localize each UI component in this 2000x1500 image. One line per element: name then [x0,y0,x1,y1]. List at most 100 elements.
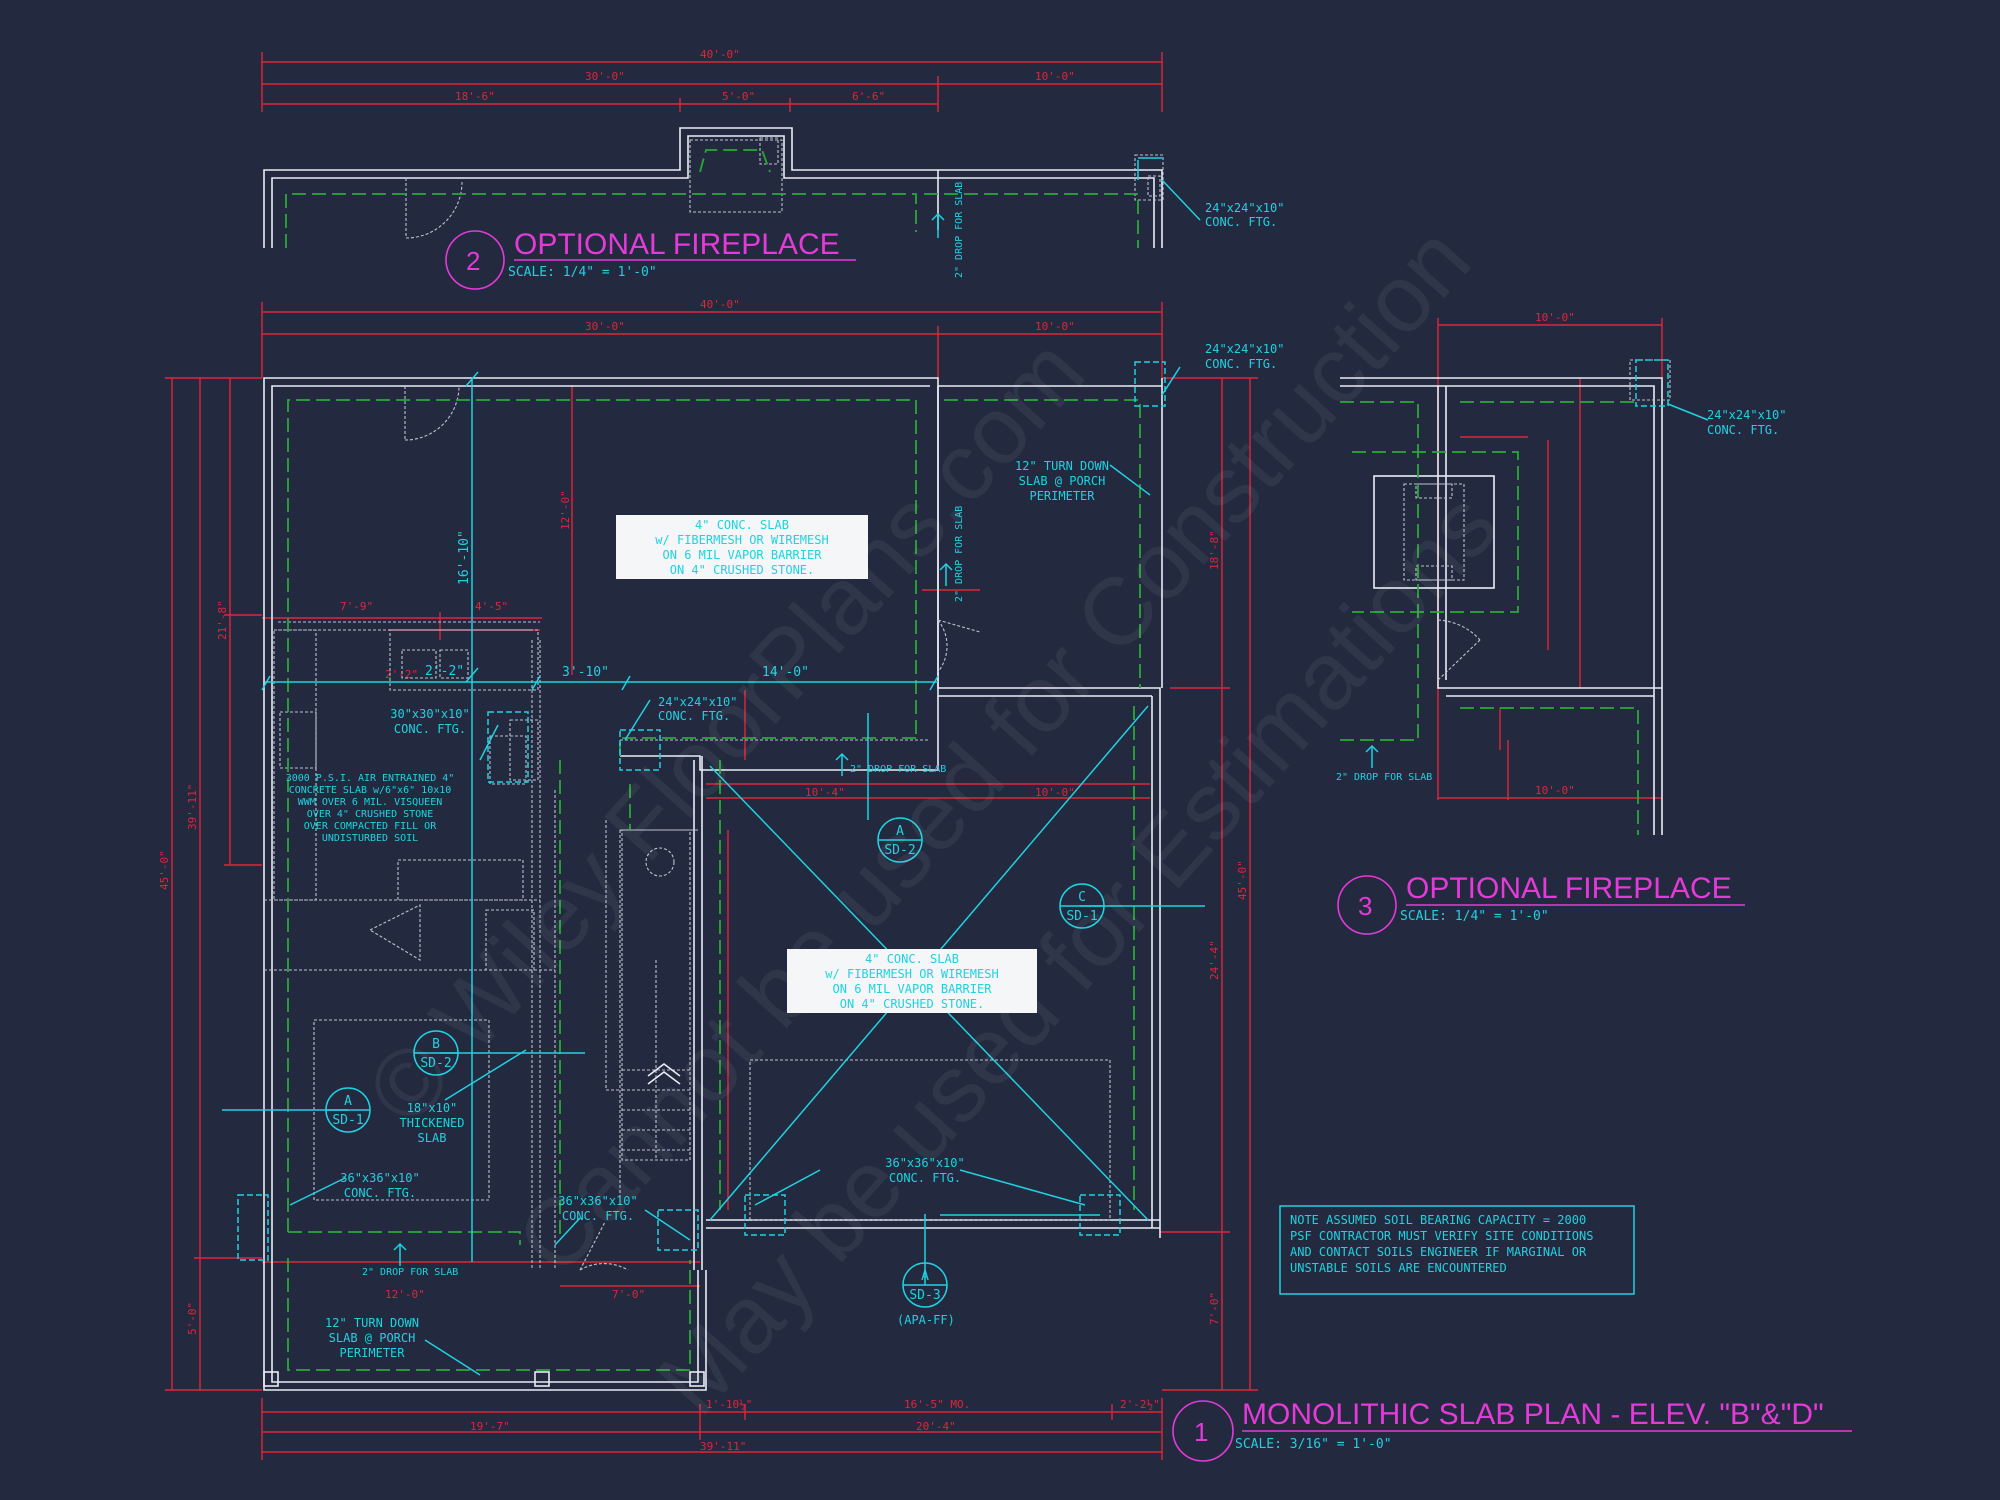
footing-label-36-a: 36"x36"x10"CONC. FTG. [340,1171,419,1200]
dim-label: 40'-0" [700,48,740,61]
dim-label: 39'-11" [186,784,199,830]
svg-text:NOTE ASSUMED SOIL BEARING CAPA: NOTE ASSUMED SOIL BEARING CAPACITY = 200… [1290,1213,1593,1275]
plan-2-footing [285,193,917,248]
dim-label: 7'-9" [340,600,373,613]
dim-label: 5'-0" [186,1302,199,1335]
svg-text:B: B [432,1037,440,1052]
svg-text:A: A [921,1269,929,1284]
plan-number: 3 [1358,891,1372,921]
drop-for-slab-label: 2" DROP FOR SLAB [1336,772,1432,783]
dim-label: 39'-11" [700,1440,746,1453]
footing-label-24-d: 24"x24"x10"CONC. FTG. [1707,408,1786,437]
plan-1-right-dimensions: 18'-8" 24'-4" 45'-0" 7'-0" [1160,377,1258,1391]
soil-bearing-note: NOTE ASSUMED SOIL BEARING CAPACITY = 200… [1279,1205,1635,1295]
plan-number: 1 [1194,1417,1208,1447]
dim-label: 18'-6" [455,90,495,103]
svg-text:SD-1: SD-1 [1066,909,1097,924]
dim-label: 10'-4" [805,786,845,799]
plan-1-title-block: 1 MONOLITHIC SLAB PLAN - ELEV. "B"&"D" S… [1172,1398,1852,1462]
plan-scale: SCALE: 1/4" = 1'-0" [508,265,657,280]
plan-title: MONOLITHIC SLAB PLAN - ELEV. "B"&"D" [1242,1398,1824,1431]
svg-text:SD-1: SD-1 [332,1113,363,1128]
plan-2-walls [263,127,1164,248]
plan-3-walls [1340,359,1671,835]
concrete-spec-note: 3000 P.S.I. AIR ENTRAINED 4"CONCRETE SLA… [286,773,455,844]
footing-label-36-c: 36"x36"x10"CONC. FTG. [885,1156,964,1185]
plan-3-optional-fireplace: 10'-0" 10'-0" 24"x24"x10"CONC. FTG. 2" D… [1336,311,1786,935]
drop-for-slab-label: 2" DROP FOR SLAB [850,764,946,775]
plan-1-top-dimensions: 40'-0" 30'-0" 10'-0" [261,298,1163,378]
plan-scale: SCALE: 1/4" = 1'-0" [1400,909,1549,924]
plan-2-dimensions: 40'-0" 30'-0" 10'-0" 18'-6" 5'-0" 6'-6" [261,48,1163,112]
dim-label: 30'-0" [585,70,625,83]
plan-1-walls [263,377,1163,1391]
dim-label: 10'-0" [1035,786,1075,799]
plan-1-interior-dimensions: 7'-9" 4'-5" 2'-2" 12'-0" 10'-4" 10'-0" 1… [262,385,1150,1301]
dim-label: 40'-0" [700,298,740,311]
dim-label: 12'-0" [385,1288,425,1301]
dim-label: 21'-8" [216,600,229,640]
section-marker: A SD-1 [325,1087,371,1133]
drop-for-slab-label: 2" DROP FOR SLAB [954,506,965,602]
dim-label: 16'-5" MO. [904,1398,970,1411]
dim-label: 10'-0" [1535,311,1575,324]
footing-label-24-a: 24"x24"x10"CONC. FTG. [1205,201,1284,229]
section-marker: B SD-2 [413,1030,459,1076]
plan-3-title-block: 3 OPTIONAL FIREPLACE SCALE: 1/4" = 1'-0" [1337,872,1745,935]
plan-1-bottom-dimensions: 19'-7" 20'-4" 39'-11" 16'-5" MO. 1'-10½"… [261,1398,1163,1460]
dim-annotation: 3'-10" [562,665,609,680]
dim-label: 4'-5" [475,600,508,613]
apa-label: (APA-FF) [897,1313,955,1327]
plan-3-footing [1340,401,1419,741]
footing-label-36-b: 36"x36"x10"CONC. FTG. [558,1194,637,1223]
dim-label: 10'-0" [1035,320,1075,333]
drop-for-slab-label: 2" DROP FOR SLAB [954,182,965,278]
dim-annotation: 14'-0" [762,665,809,680]
dim-label: 2'-2½" [1120,1398,1160,1411]
plan-title: OPTIONAL FIREPLACE [1406,872,1732,905]
dim-label: 12'-0" [559,490,572,530]
dim-label: 30'-0" [585,320,625,333]
dim-label: 7'-0" [612,1288,645,1301]
stair-run [621,829,691,1161]
dim-annotation: 2'-2" [425,664,464,679]
svg-text:C: C [1078,890,1086,905]
dim-annotation: 16'-10" [457,530,472,585]
plan-scale: SCALE: 3/16" = 1'-0" [1235,1437,1392,1452]
section-marker: A SD-2 [877,817,923,863]
dim-label: 5'-0" [722,90,755,103]
svg-text:SD-3: SD-3 [909,1288,940,1303]
dim-label: 45'-0" [158,850,171,890]
footing-label-30: 30"x30"x10"CONC. FTG. [390,707,469,736]
plan-number: 2 [466,246,480,276]
footing-label-24-b: 24"x24"x10"CONC. FTG. [1205,342,1284,371]
dim-label: 2'-2" [385,668,418,681]
svg-text:SD-2: SD-2 [420,1056,451,1071]
svg-text:A: A [344,1094,352,1109]
svg-text:A: A [896,824,904,839]
plan-1-monolithic-slab: 40'-0" 30'-0" 10'-0" 45'-0" 39'-11" 21'-… [158,298,1852,1462]
dim-label: 18'-8" [1208,530,1221,570]
dim-label: 10'-0" [1535,784,1575,797]
plan-title: OPTIONAL FIREPLACE [514,228,840,261]
plan-2-title-block: 2 OPTIONAL FIREPLACE SCALE: 1/4" = 1'-0" [445,228,856,290]
dim-label: 20'-4" [916,1420,956,1433]
footing-label-24-c: 24"x24"x10"CONC. FTG. [658,695,737,723]
section-marker: C SD-1 [1059,883,1105,929]
dim-label: 19'-7" [470,1420,510,1433]
drop-for-slab-label: 2" DROP FOR SLAB [362,1267,458,1278]
svg-text:SD-2: SD-2 [884,843,915,858]
dim-label: 7'-0" [1208,1292,1221,1325]
plan-2-optional-fireplace: 40'-0" 30'-0" 10'-0" 18'-6" 5'-0" 6'-6" … [261,48,1284,290]
plan-1-left-dimensions: 45'-0" 39'-11" 21'-8" 5'-0" [158,377,262,1391]
dim-label: 1'-10½" [706,1398,752,1411]
dim-label: 6'-6" [852,90,885,103]
dim-label: 10'-0" [1035,70,1075,83]
